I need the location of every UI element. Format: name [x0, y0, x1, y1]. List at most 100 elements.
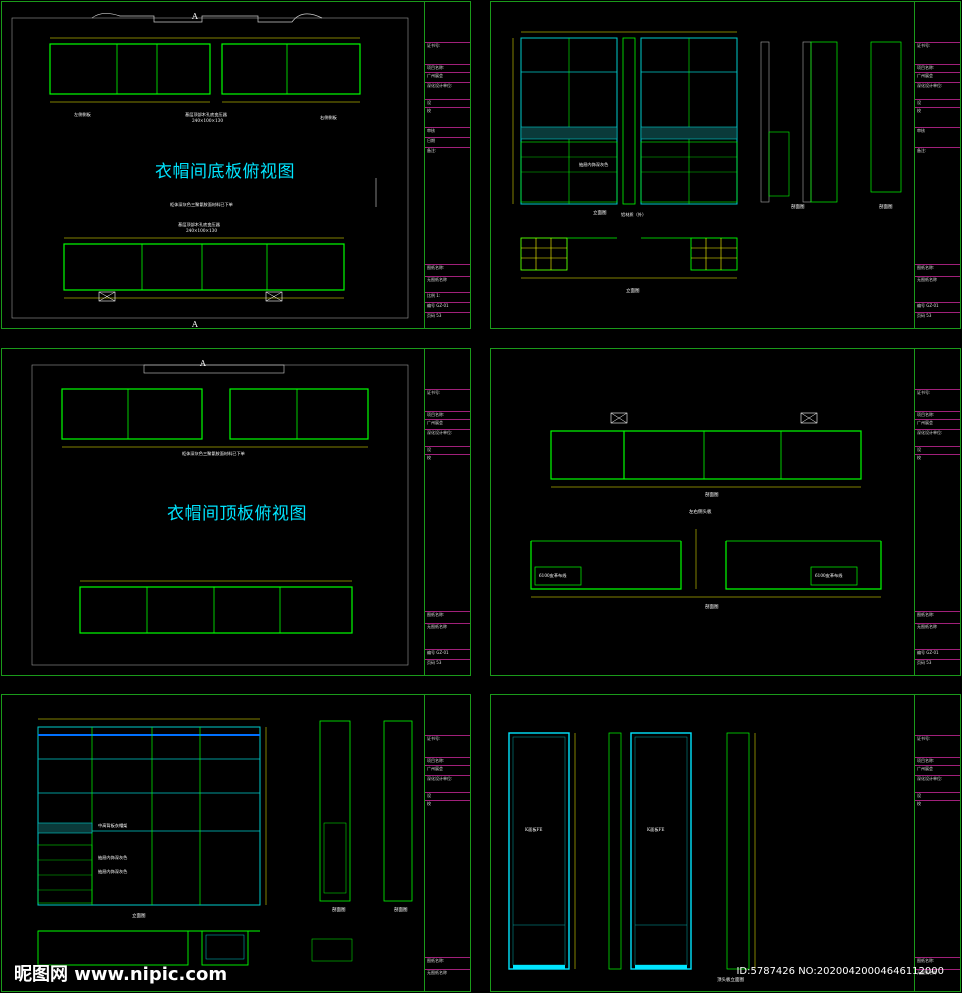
caption-section-1: 剖面图 [791, 205, 805, 210]
tb-row: 审核 [915, 127, 960, 134]
tb-row: 广州展会 [425, 765, 470, 772]
section-marker-top: A [192, 12, 198, 21]
ceiling-plan-drawing [31, 364, 409, 666]
tb-row: 项目名称: [915, 411, 960, 418]
floor-plan-drawing [11, 13, 409, 319]
caption-section-2: 剖面图 [394, 908, 408, 913]
tb-row: 设 [425, 446, 470, 453]
tb-row: 深化设计单位: [915, 82, 960, 89]
title-block: 证书号: 项目名称: 广州展会 深化设计单位: 设 校 图纸名称: 无图纸名称 … [424, 349, 470, 675]
title-block: 证书号: 项目名称: 广州展会 深化设计单位: 设 校 审核 日期 备注: 图纸… [424, 2, 470, 328]
title-block: 证书号: 项目名称: 广州展会 深化设计单位: 设 校 图纸名称: 无图纸名称 [914, 695, 960, 991]
tb-row: 设 [425, 792, 470, 799]
tb-row: 校 [425, 107, 470, 114]
sheet-head-panel: K面板FE K面板FE 顶头板立面图 证书号: 项目名称: 广州展会 深化设计单… [490, 694, 961, 992]
tb-row: 无图纸名称 [915, 969, 960, 976]
tb-row: 图纸名称: [425, 957, 470, 964]
caption-section-bottom: 剖面图 [705, 605, 719, 610]
tb-row: 页码 53 [425, 659, 470, 666]
tb-row: 证书号: [915, 735, 960, 742]
tb-row: 广州展会 [915, 765, 960, 772]
caption-section-top: 剖面图 [705, 493, 719, 498]
tb-row: 图纸名称: [425, 611, 470, 618]
tb-row: 图纸名称: [915, 957, 960, 964]
tb-row: 页码 53 [425, 312, 470, 319]
caption-section-2: 剖面图 [879, 205, 893, 210]
note-drawer-2: 抽屉内饰深灰色 [98, 869, 128, 874]
tb-row: 比例 1: [425, 292, 470, 299]
note-aluminum: 铝材质（外） [621, 212, 647, 217]
tb-row: 广州展会 [425, 72, 470, 79]
elevation-1-drawing [512, 31, 902, 279]
tb-row: 备注: [915, 147, 960, 154]
tb-row: 无图纸名称 [425, 969, 470, 976]
tb-row: 无图纸名称 [425, 623, 470, 630]
title-block: 证书号: 项目名称: 广州展会 深化设计单位: 设 校 审核 备注: 图纸名称:… [914, 2, 960, 328]
tb-row: 证书号: [425, 42, 470, 49]
tb-row: 深化设计单位: [915, 429, 960, 436]
tb-row: 项目名称: [425, 64, 470, 71]
tb-row: 编号 GZ-01 [915, 649, 960, 656]
tb-row: 设 [915, 792, 960, 799]
title-block: 证书号: 项目名称: 广州展会 深化设计单位: 设 校 图纸名称: 无图纸名称 … [914, 349, 960, 675]
panel-label-a: K面板FE [525, 827, 543, 832]
caption-section-1: 剖面图 [332, 908, 346, 913]
note-material: 柜体深灰色三聚氰胺面材料已下单 [182, 451, 245, 456]
panel-label-b: K面板FE [647, 827, 665, 832]
tb-row: 日期 [425, 137, 470, 144]
tb-row: 证书号: [915, 389, 960, 396]
tb-row: 设 [425, 99, 470, 106]
caption-head-panel: 顶头板立面图 [717, 978, 744, 983]
section-marker-bottom: A [192, 320, 198, 329]
note-material: 柜体深灰色三聚氰胺面材料已下单 [170, 202, 233, 207]
tb-row: 审核 [425, 127, 470, 134]
sections-drawing [530, 412, 882, 598]
tb-row: 编号 GZ-01 [915, 302, 960, 309]
tb-row: 无图纸名称 [915, 623, 960, 630]
tb-row: 图纸名称: [915, 264, 960, 271]
note-hanger: 中高背板衣帽架 [98, 823, 128, 828]
label-box-right: 6100皮革布线 [815, 573, 843, 578]
tb-row: 编号 GZ-01 [425, 302, 470, 309]
sheet-floor-plan: A A 左侧侧板 右侧侧板 基层顶部木孔底变压器 240×100×130 衣帽间… [1, 1, 471, 329]
tb-row: 项目名称: [425, 757, 470, 764]
tb-row: 广州展会 [425, 419, 470, 426]
tb-row: 项目名称: [915, 64, 960, 71]
note-transformer-bottom: 基层顶部木孔底变压器 [178, 222, 220, 227]
sheet-sections: 剖面图 左右侧头板 6100皮革布线 6100皮革布线 剖面图 证书号: 项目名… [490, 348, 961, 676]
tb-row: 广州展会 [915, 419, 960, 426]
tb-row: 深化设计单位: [425, 82, 470, 89]
tb-row: 图纸名称: [915, 611, 960, 618]
tb-row: 深化设计单位: [425, 775, 470, 782]
section-marker-top: A [200, 359, 206, 368]
sheet-elevation-2: 中高背板衣帽架 抽屉内饰深灰色 抽屉内饰深灰色 立面图 剖面图 剖面图 证书号:… [1, 694, 471, 992]
right-panel-label: 右侧侧板 [320, 115, 337, 120]
watermark-brand: 昵图网 www.nipic.com [14, 964, 228, 985]
caption-front-elevation: 立面图 [593, 211, 607, 216]
page-title: 衣帽间顶板俯视图 [167, 504, 307, 524]
caption-front-elevation: 立面图 [132, 914, 146, 919]
tb-row: 编号 GZ-01 [425, 649, 470, 656]
note-transformer-top-dims: 240×100×130 [192, 118, 223, 123]
tb-row: 无图纸名称 [425, 276, 470, 283]
tb-row: 页码 53 [915, 659, 960, 666]
sheet-ceiling-plan: A 柜体深灰色三聚氰胺面材料已下单 衣帽间顶板俯视图 证书号: 项目名称: 广州… [1, 348, 471, 676]
tb-row: 广州展会 [915, 72, 960, 79]
tb-row: 设 [915, 99, 960, 106]
tb-row: 校 [425, 800, 470, 807]
tb-row: 证书号: [425, 389, 470, 396]
tb-row: 设 [915, 446, 960, 453]
label-box-left: 6100皮革布线 [539, 573, 567, 578]
elevation-2-drawing [37, 718, 413, 966]
tb-row: 页码 53 [915, 312, 960, 319]
tb-row: 备注: [425, 147, 470, 154]
tb-row: 校 [915, 454, 960, 461]
left-panel-label: 左侧侧板 [74, 112, 91, 117]
note-transformer-top: 基层顶部木孔底变压器 [185, 112, 227, 117]
tb-row: 无图纸名称 [915, 276, 960, 283]
label-side-panels: 左右侧头板 [689, 510, 712, 515]
tb-row: 校 [915, 800, 960, 807]
note-drawer-1: 抽屉内饰深灰色 [98, 855, 128, 860]
tb-row: 图纸名称: [425, 264, 470, 271]
head-panel-drawing [508, 732, 756, 970]
